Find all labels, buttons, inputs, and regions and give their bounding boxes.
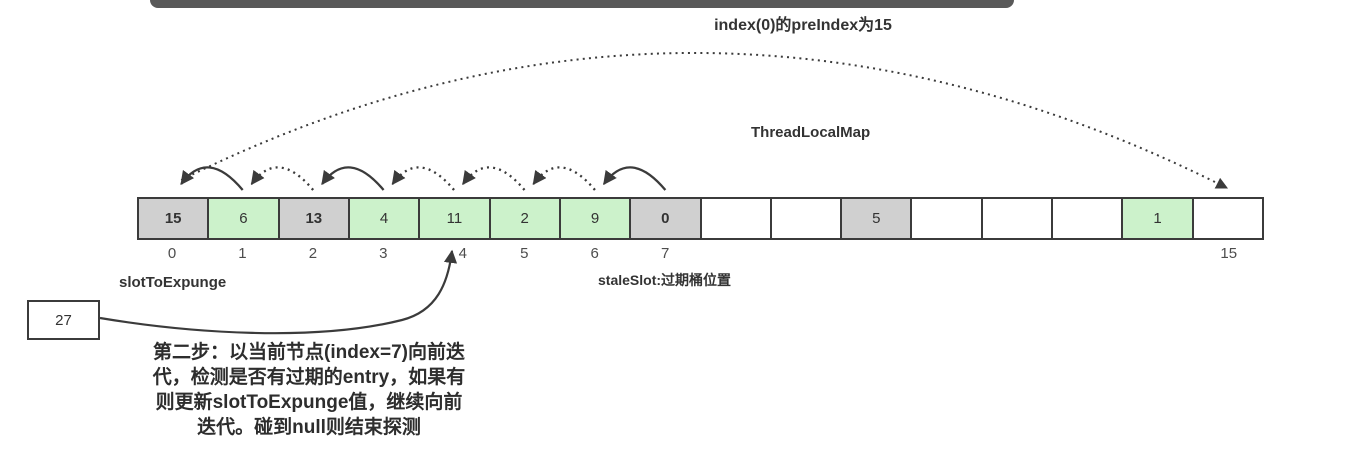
index-label-5: 5 <box>520 245 529 262</box>
stale-slot-label: staleSlot:过期桶位置 <box>598 272 732 288</box>
array-cell-6: 9 <box>558 199 630 238</box>
hop-arrow-1-to-0-solid <box>180 166 244 191</box>
hop-arrow-5-to-4-dotted <box>462 166 526 191</box>
hop-arrow-2-to-1-dotted <box>250 166 315 191</box>
window-titlebar-fragment <box>150 0 1014 8</box>
array-cell-2: 13 <box>277 199 348 238</box>
threadlocalmap-label: ThreadLocalMap <box>751 124 871 141</box>
array-cell-8 <box>699 199 770 238</box>
array-cell-0: 15 <box>139 199 208 238</box>
hop-arrow-4-to-3-dotted <box>391 166 455 191</box>
array-cell-10: 5 <box>840 199 911 238</box>
array-cell-13 <box>1051 199 1122 238</box>
long-arrow-0-to-15 <box>180 52 1229 189</box>
hop-arrow-7-to-6-solid <box>602 166 667 191</box>
index-label-0: 0 <box>167 245 177 262</box>
array-cell-12 <box>980 199 1052 238</box>
index-label-3: 3 <box>379 245 388 262</box>
index-label-7: 7 <box>660 245 670 262</box>
index-label-6: 6 <box>590 245 599 262</box>
hop-arrow-3-to-2-solid <box>321 166 385 191</box>
index-label-15: 15 <box>1220 245 1238 262</box>
hop-arrow-6-to-5-dotted <box>532 166 596 191</box>
pointer-box-arrow <box>99 249 458 335</box>
slot-to-expunge-label: slotToExpunge <box>119 274 227 291</box>
index-label-2: 2 <box>308 245 318 262</box>
array-cell-1: 6 <box>207 199 278 238</box>
index-label-4: 4 <box>458 245 467 262</box>
array-cell-7: 0 <box>629 199 700 238</box>
array-cell-11 <box>910 199 981 238</box>
diagram-title: index(0)的preIndex为15 <box>714 17 892 34</box>
array-cell-15 <box>1191 199 1262 238</box>
array-cell-5: 2 <box>488 199 559 238</box>
array-cell-14: 1 <box>1121 199 1192 238</box>
array-cell-3: 4 <box>347 199 419 238</box>
index-label-1: 1 <box>238 245 247 262</box>
array-cell-9 <box>769 199 841 238</box>
pointer-value-box: 27 <box>27 300 100 340</box>
step-note-text: 第二步：以当前节点(index=7)向前迭 代，检测是否有过期的entry，如果… <box>152 342 466 438</box>
array-cell-4: 11 <box>418 199 489 238</box>
